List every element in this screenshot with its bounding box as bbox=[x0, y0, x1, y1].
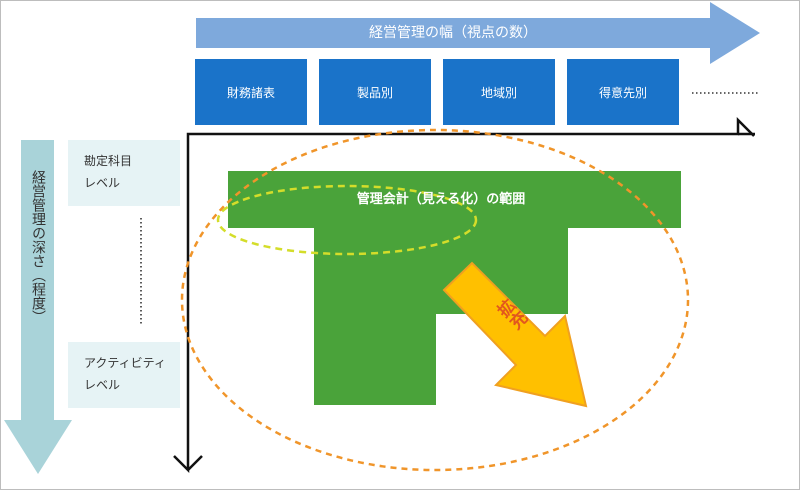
viewpoint-by-region: 地域別 bbox=[443, 59, 555, 125]
level-account-item: 勘定科目 レベル bbox=[68, 140, 180, 206]
level-account-item-line2: レベル bbox=[84, 176, 121, 190]
current-scope-ellipse bbox=[216, 184, 478, 256]
depth-arrow bbox=[4, 140, 72, 474]
level-activity-line1: アクティビティ bbox=[84, 356, 166, 370]
viewpoint-by-customer: 得意先別 bbox=[567, 59, 679, 125]
breadth-arrow-label: 経営管理の幅（視点の数） bbox=[369, 25, 537, 41]
breadth-arrow bbox=[196, 2, 760, 64]
viewpoint-by-product: 製品別 bbox=[319, 59, 431, 125]
expand-arrow bbox=[442, 261, 588, 408]
level-account-item-line1: 勘定科目 bbox=[84, 154, 133, 168]
level-activity: アクティビティ レベル bbox=[68, 342, 180, 408]
scope-label: 管理会計（見える化）の範囲 bbox=[356, 192, 526, 207]
expanded-scope-ellipse bbox=[180, 128, 690, 472]
level-activity-line2: レベル bbox=[84, 378, 121, 392]
axis-line bbox=[173, 116, 755, 474]
viewpoint-financial-statements: 財務諸表 bbox=[195, 59, 307, 125]
depth-arrow-label: 経営管理の深さ（程度） bbox=[30, 170, 46, 324]
